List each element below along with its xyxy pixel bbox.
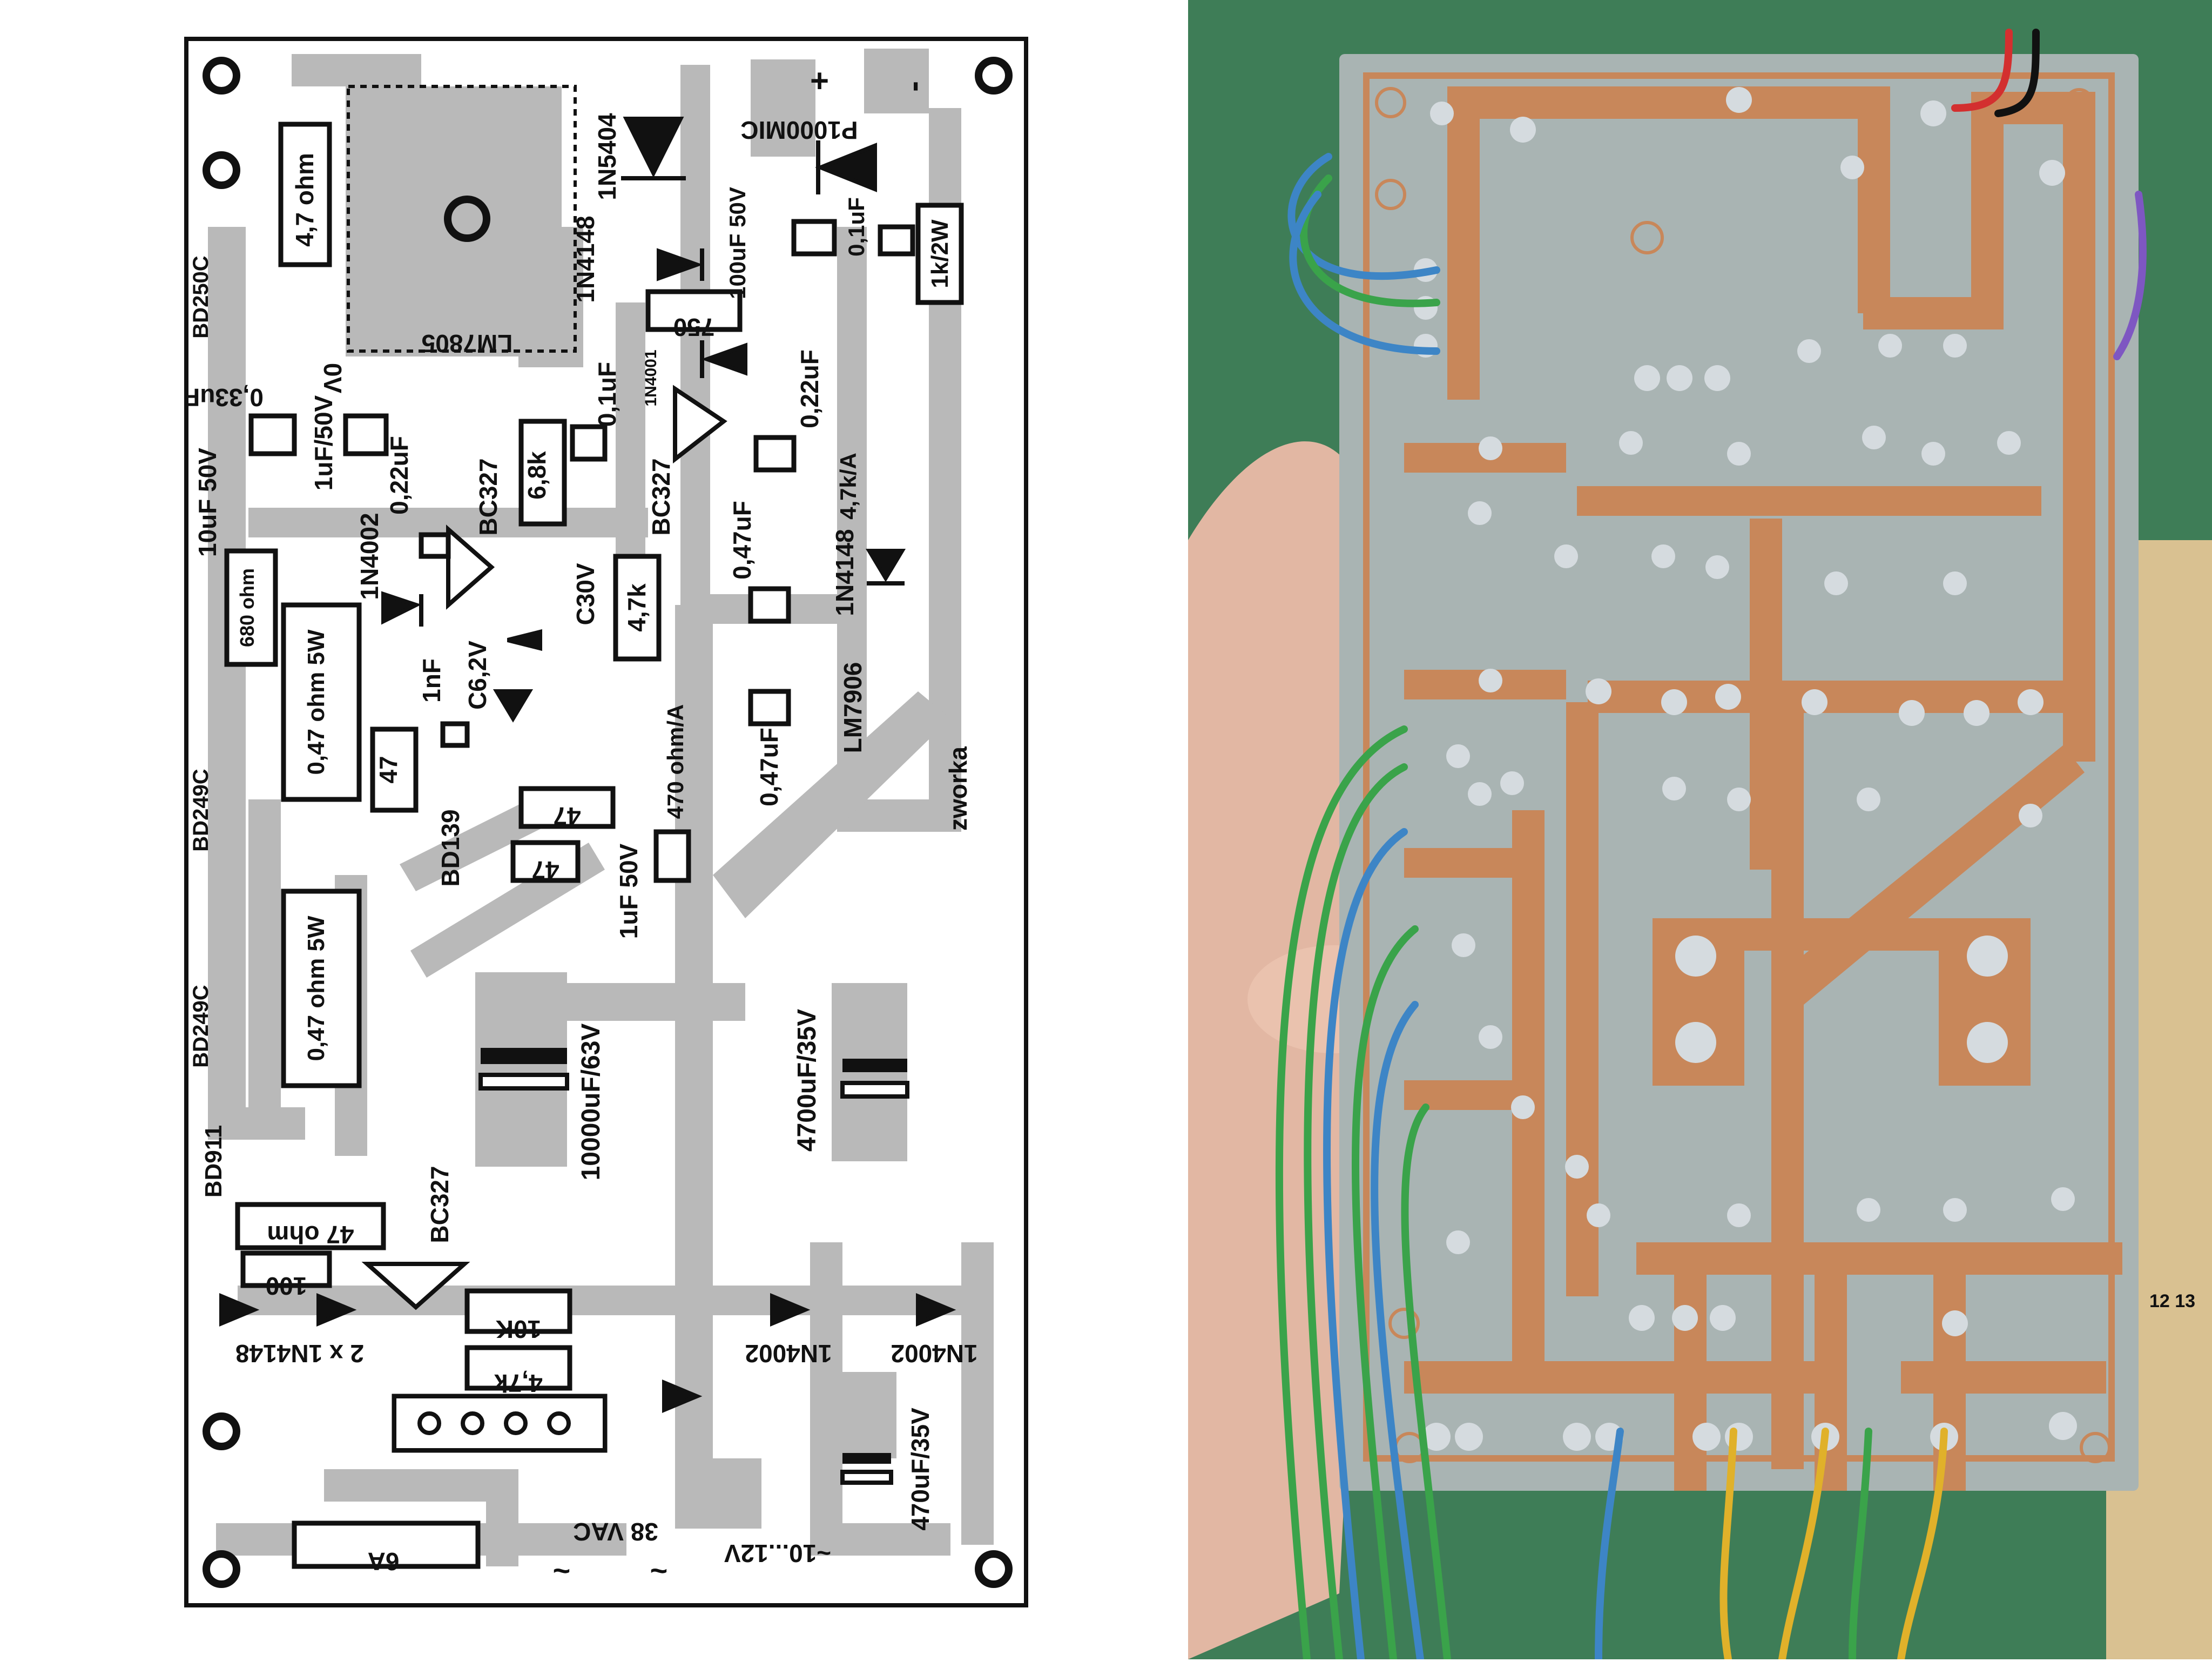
component-label: 0,47 ohm 5W [303, 916, 329, 1061]
mounting-holes [203, 57, 1013, 1588]
component-label: 0,47uF [755, 728, 783, 806]
component-label: 1N4002 [745, 1340, 832, 1368]
component-label: 0,33uF [185, 383, 264, 412]
component-label: 1N4002 [355, 513, 383, 600]
component-label: 1nF [417, 658, 446, 703]
component-label: 10K [496, 1315, 541, 1343]
component-label: 1N4002 [891, 1340, 977, 1368]
pcb-photo: 12 13 [1188, 0, 2212, 1659]
component-label: 38 VAC [573, 1518, 658, 1546]
component-label: C6,2V [463, 641, 491, 710]
component-label: 0,22uF [385, 436, 413, 515]
component-label: 4,7k [494, 1369, 543, 1397]
component-label: 47 [531, 856, 559, 884]
component-label: 4700uF/35V [793, 1009, 821, 1152]
component-label: LM7906 [839, 662, 867, 753]
component-label: 1k/2W [927, 219, 953, 288]
component-label: C30V [571, 563, 599, 625]
component-label: P1000MIC [740, 116, 858, 144]
component-label: 0V [319, 363, 347, 394]
component-label: 47 [553, 802, 581, 830]
component-label: ~10...12V [724, 1539, 832, 1567]
component-label: BC327 [647, 458, 675, 535]
component-label: BC327 [426, 1166, 454, 1243]
capacitor-symbols [248, 219, 915, 883]
component-label: 10000uF/63V [577, 1024, 605, 1181]
pcb-layout-diagram: 4,7 ohm LM7805 1N5404 P1000MIC + - 1N414… [184, 37, 1028, 1607]
component-label: + [810, 63, 829, 99]
component-label: BD139 [436, 809, 464, 886]
terminal-block [392, 1394, 607, 1452]
component-label: 47 ohm [267, 1221, 354, 1249]
component-label: - [900, 81, 936, 92]
component-symbols [224, 122, 964, 1569]
component-label: 10uF 50V [193, 448, 221, 557]
component-label: 1uF/50V [309, 395, 338, 490]
component-label: LM7805 [422, 329, 513, 358]
component-label: 4,7 ohm [291, 153, 319, 247]
board-holes [1375, 87, 2111, 1463]
component-label: 1N4148 [571, 216, 599, 302]
copper-traces [208, 49, 994, 1566]
component-label: 0,47uF [728, 501, 756, 580]
lm7805-outline [347, 85, 577, 353]
component-label: 12 13 [2149, 1291, 2195, 1311]
component-label: 4,7k [623, 583, 651, 632]
electrolytic-capacitors [478, 1048, 909, 1485]
component-label: 100 [266, 1272, 307, 1300]
component-label: 1N5404 [593, 113, 621, 200]
component-label: 6A [368, 1547, 400, 1576]
component-label: 4,7k/A [835, 453, 861, 520]
component-label: 0,1uF [844, 197, 869, 257]
component-label: 6,8k [523, 451, 551, 500]
component-label: BD911 [200, 1125, 227, 1198]
component-label: 47 [374, 756, 402, 783]
component-label: 1uF 50V [615, 843, 643, 939]
component-label: BD249C [189, 985, 213, 1067]
solder-joints [1414, 87, 2077, 1451]
transistor-symbols [361, 385, 727, 1310]
component-label: 470uF/35V [906, 1408, 934, 1531]
component-label: 100uF 50V [725, 187, 750, 299]
wires [1275, 29, 2147, 1659]
diodes [219, 117, 956, 1413]
component-label: 680 ohm [236, 568, 258, 647]
component-label: 470 ohm/A [663, 704, 688, 819]
component-label: 0,22uF [795, 349, 824, 428]
component-label: BC327 [474, 458, 502, 535]
pcb-copper-frame [1363, 72, 2115, 1462]
component-label: ~ [650, 1555, 668, 1589]
component-label: BD249C [189, 769, 213, 851]
component-label: 750 [673, 313, 715, 341]
component-label: ~ [553, 1555, 571, 1589]
component-label: 2 x 1N4148 [235, 1340, 364, 1368]
component-label: 1N4001 [642, 349, 660, 406]
component-label: 1N4148 [831, 529, 859, 616]
component-label: 0,47 ohm 5W [303, 629, 329, 775]
component-label: BD250C [189, 255, 213, 338]
component-label: 0,1uF [593, 362, 621, 427]
component-label: zworka [944, 746, 972, 831]
